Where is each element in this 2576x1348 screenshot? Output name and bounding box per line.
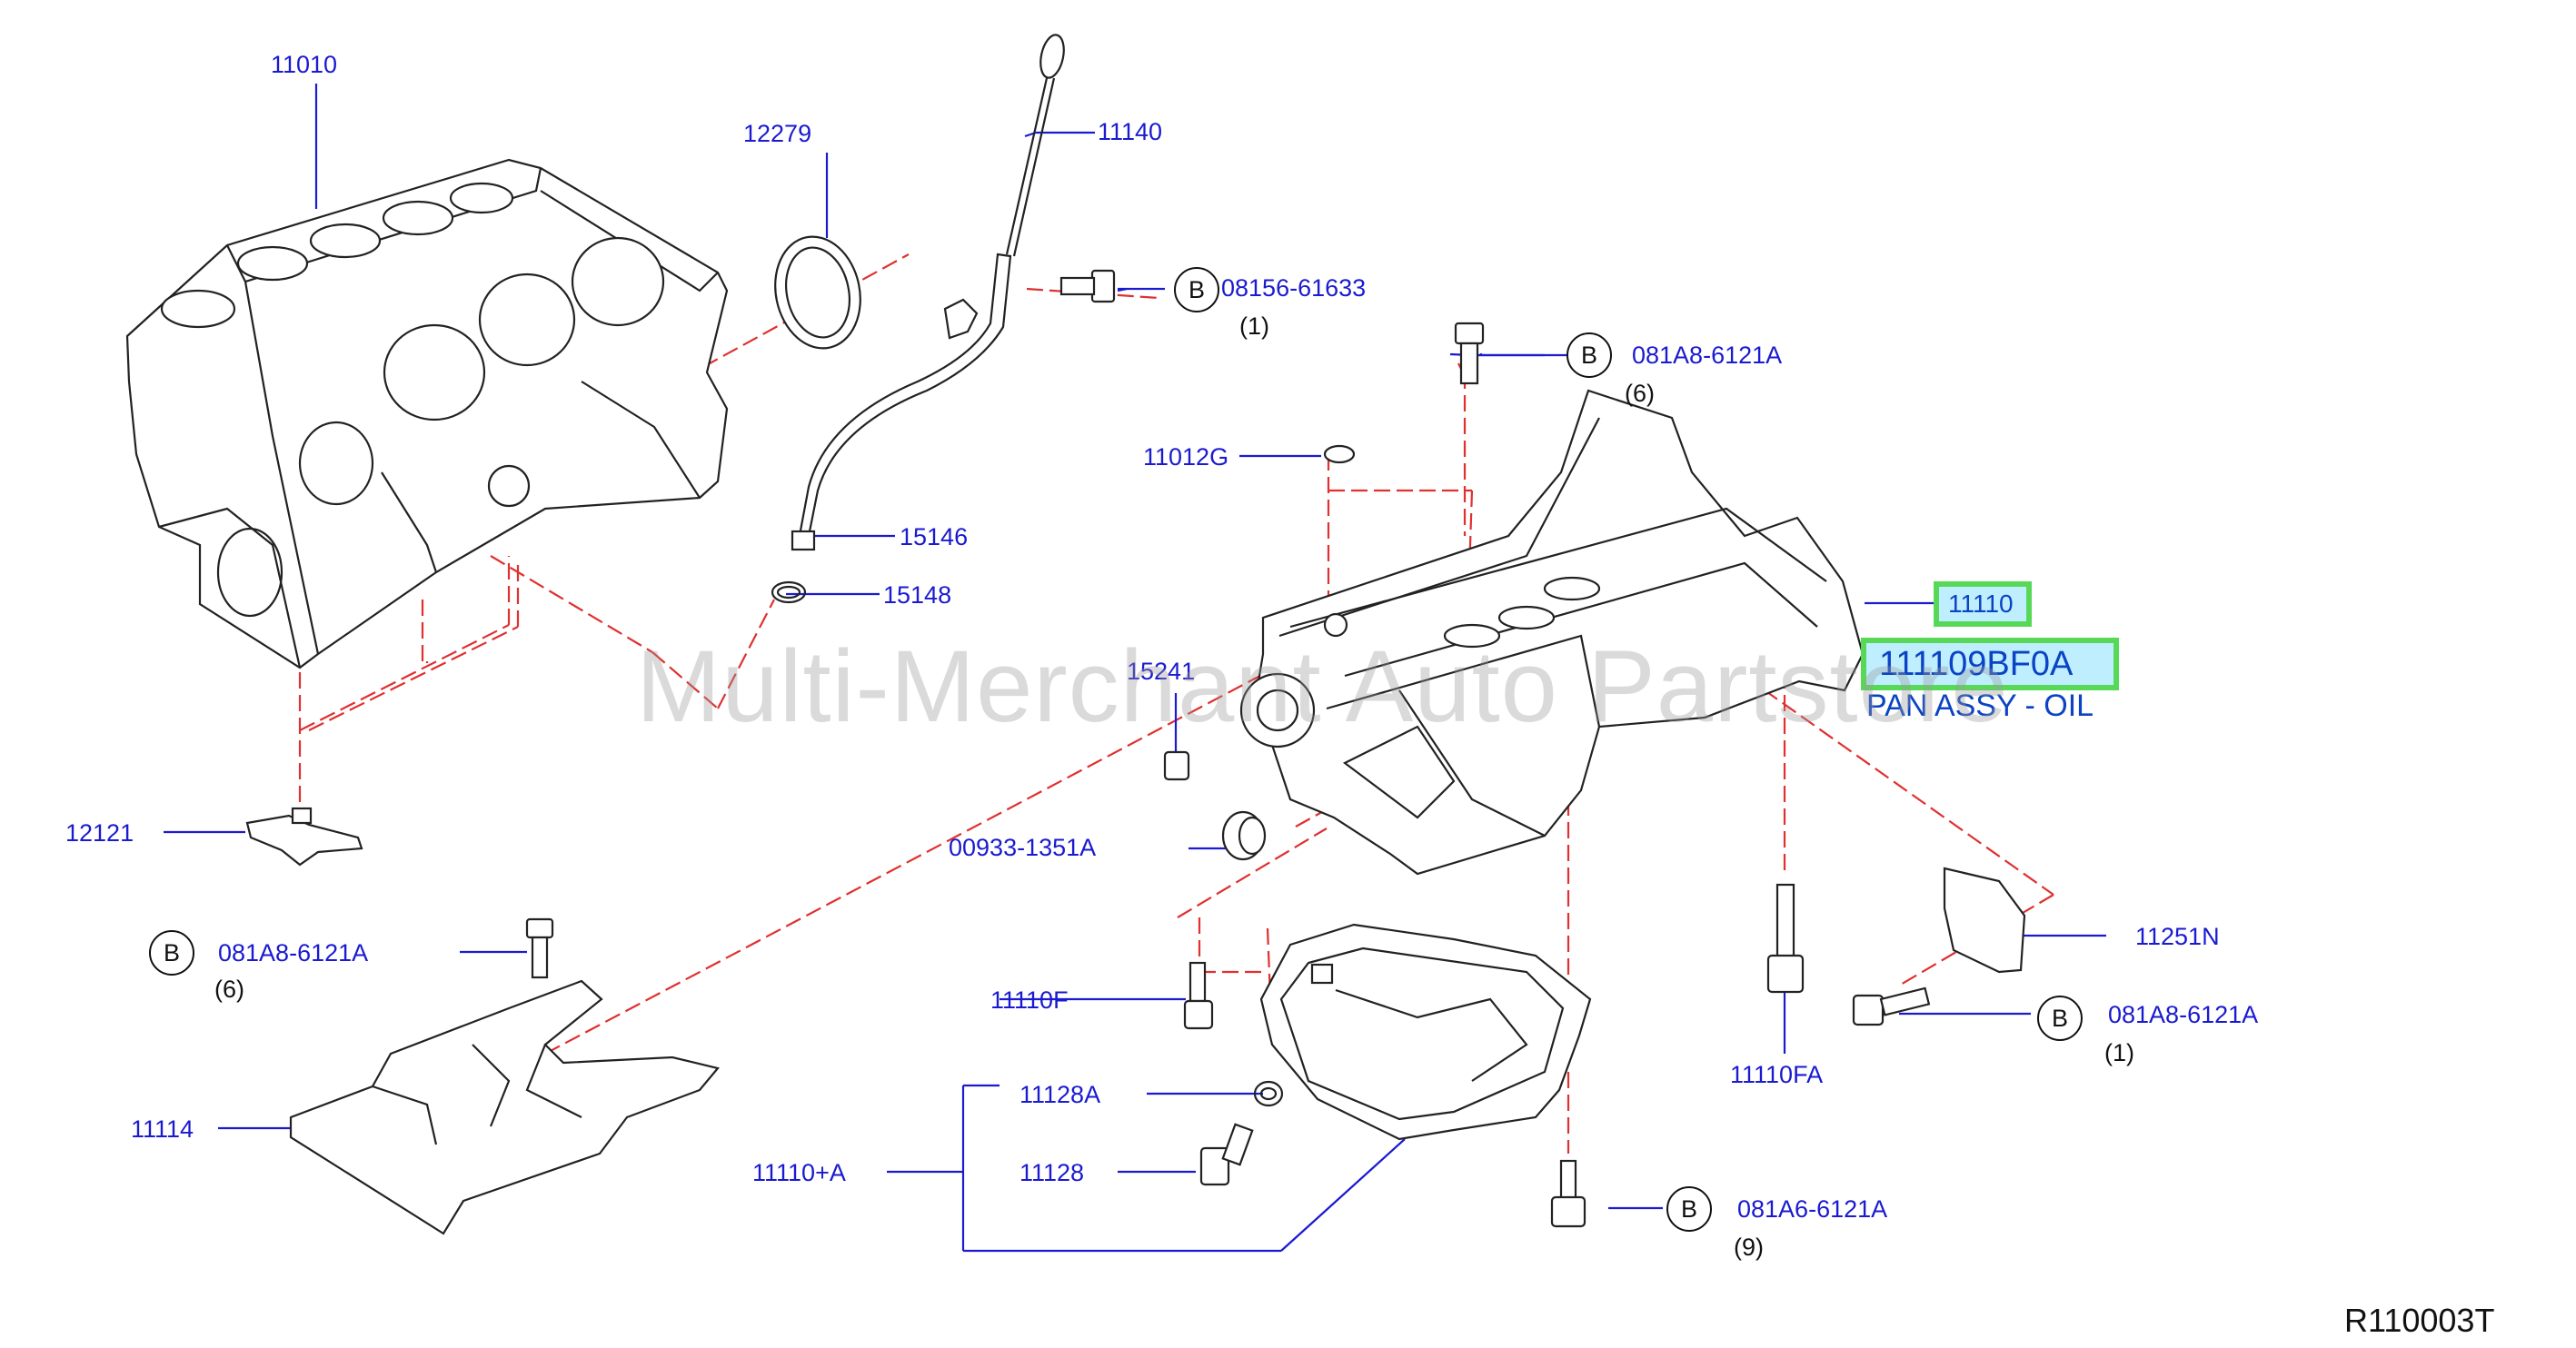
baffle-plate-drawing	[289, 979, 720, 1235]
callout-15241[interactable]: 15241	[1127, 658, 1196, 685]
callout-11012g[interactable]: 11012G	[1143, 443, 1229, 471]
callout-11110f[interactable]: 11110F	[990, 986, 1069, 1014]
rear-oil-seal-drawing	[774, 235, 861, 350]
callout-15148[interactable]: 15148	[883, 581, 952, 609]
leader-lines	[164, 84, 2106, 1253]
quantity-081a6: (9)	[1734, 1234, 1764, 1261]
callout-081a8-right[interactable]: 081A8-6121A	[2108, 1001, 2259, 1028]
cylinder-block-drawing	[125, 158, 729, 669]
callout-11128[interactable]: 11128	[1019, 1159, 1085, 1186]
bolt-marker-top: B	[1566, 332, 1612, 378]
bolt-081a6-drawing	[1550, 1159, 1586, 1228]
callout-11110fa[interactable]: 11110FA	[1730, 1061, 1824, 1088]
dipstick-drawing	[1005, 34, 1065, 257]
washer-11128a-drawing	[1253, 1080, 1284, 1107]
highlighted-part-description: PAN ASSY - OIL	[1866, 689, 2094, 723]
quantity-081a8-left: (6)	[214, 976, 244, 1003]
callout-12121[interactable]: 12121	[65, 819, 134, 847]
dipstick-tube-drawing	[791, 253, 1012, 551]
bolt-marker-left: B	[149, 930, 194, 976]
diagram-reference: R110003T	[2344, 1302, 2495, 1339]
bolt-marker-right: B	[2037, 996, 2083, 1041]
callout-11010[interactable]: 11010	[271, 51, 338, 78]
plug-11012g-drawing	[1323, 444, 1356, 464]
callout-11128a[interactable]: 11128A	[1019, 1081, 1101, 1108]
drain-plug-11128-drawing	[1199, 1123, 1254, 1186]
o-ring-drawing	[771, 580, 807, 604]
oil-guide-12121-drawing	[245, 807, 363, 867]
bolt-right-drawing	[1852, 986, 1931, 1026]
bolt-top-drawing	[1454, 322, 1485, 385]
callout-00933-1351a[interactable]: 00933-1351A	[949, 834, 1097, 861]
callout-081a8-left[interactable]: 081A8-6121A	[218, 939, 369, 966]
quantity-081a8-right: (1)	[2104, 1039, 2134, 1066]
plug-00933-drawing	[1221, 810, 1267, 861]
callout-11140[interactable]: 11140	[1098, 118, 1163, 145]
bolt-left-drawing	[525, 917, 554, 979]
pin-15241-drawing	[1163, 750, 1190, 781]
callout-12279[interactable]: 12279	[743, 120, 812, 147]
bolt-marker-081a6: B	[1666, 1186, 1712, 1232]
lower-oil-pan-drawing	[1259, 923, 1592, 1141]
callout-081a8-top[interactable]: 081A8-6121A	[1632, 342, 1783, 369]
callout-08156-61633[interactable]: 08156-61633	[1221, 274, 1367, 302]
callout-11114[interactable]: 11114	[131, 1115, 194, 1143]
upper-oil-pan-drawing	[1239, 389, 1865, 876]
callout-081a6-6121a[interactable]: 081A6-6121A	[1737, 1195, 1888, 1223]
watermark: Multi-Merchant Auto Partstore	[636, 629, 2009, 743]
callout-11110-plus-a[interactable]: 11110+A	[752, 1159, 846, 1186]
bolt-11110f-drawing	[1183, 961, 1214, 1030]
highlighted-oem-number[interactable]: 111109BF0A	[1861, 638, 2119, 690]
callout-11251n[interactable]: 11251N	[2135, 923, 2220, 950]
callout-15146[interactable]: 15146	[900, 523, 969, 550]
gasket-11251n-drawing	[1943, 867, 2026, 974]
stud-11110fa-drawing	[1766, 883, 1805, 994]
quantity-081a8-top: (6)	[1625, 380, 1655, 407]
quantity-08156: (1)	[1239, 312, 1269, 340]
highlighted-part-number[interactable]: 11110	[1934, 581, 2032, 627]
bolt-marker-08156: B	[1174, 267, 1219, 312]
bolt-08156-drawing	[1059, 269, 1116, 303]
